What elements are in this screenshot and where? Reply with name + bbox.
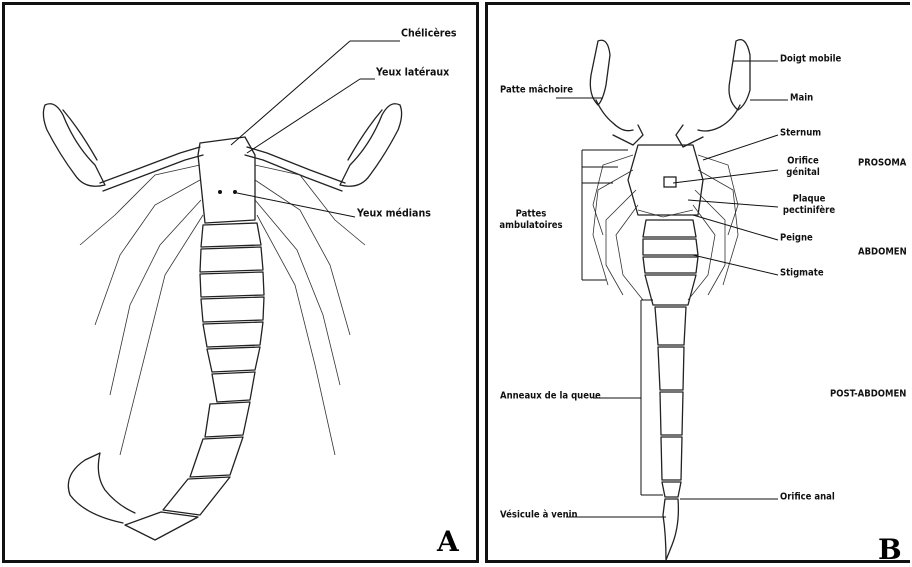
label-tail-rings: Anneaux de la queue	[500, 390, 601, 402]
label-pectinal-plate: Plaque pectinifère	[780, 194, 838, 217]
scorpion-dorsal-drawing	[5, 5, 476, 560]
label-walking-legs: Pattes ambulatoires	[498, 209, 564, 232]
region-abdomen: ABDOMEN	[858, 246, 907, 258]
label-sternum: Sternum	[780, 127, 821, 139]
panel-a-dorsal-view: Chélicères Yeux latéraux Yeux médians A	[2, 2, 479, 563]
panel-letter-b: B	[878, 533, 902, 563]
label-comb: Peigne	[780, 232, 813, 244]
label-hand: Main	[790, 92, 813, 104]
label-genital-orifice: Orifice génital	[780, 156, 826, 179]
label-venom-vesicle: Vésicule à venin	[500, 509, 578, 521]
label-median-eyes: Yeux médians	[357, 207, 431, 220]
panel-b-ventral-view: Patte mâchoire Pattes ambulatoires Annea…	[485, 2, 910, 563]
label-lateral-eyes: Yeux latéraux	[376, 66, 449, 79]
label-pedipalp: Patte mâchoire	[500, 84, 573, 96]
region-post-abdomen: POST-ABDOMEN	[830, 388, 906, 400]
label-movable-finger: Doigt mobile	[780, 53, 841, 65]
label-anal-orifice: Orifice anal	[780, 491, 835, 503]
label-chelicera: Chélicères	[401, 27, 457, 40]
panel-letter-a: A	[437, 525, 459, 558]
label-stigma: Stigmate	[780, 267, 824, 279]
region-prosoma: PROSOMA	[858, 157, 906, 169]
